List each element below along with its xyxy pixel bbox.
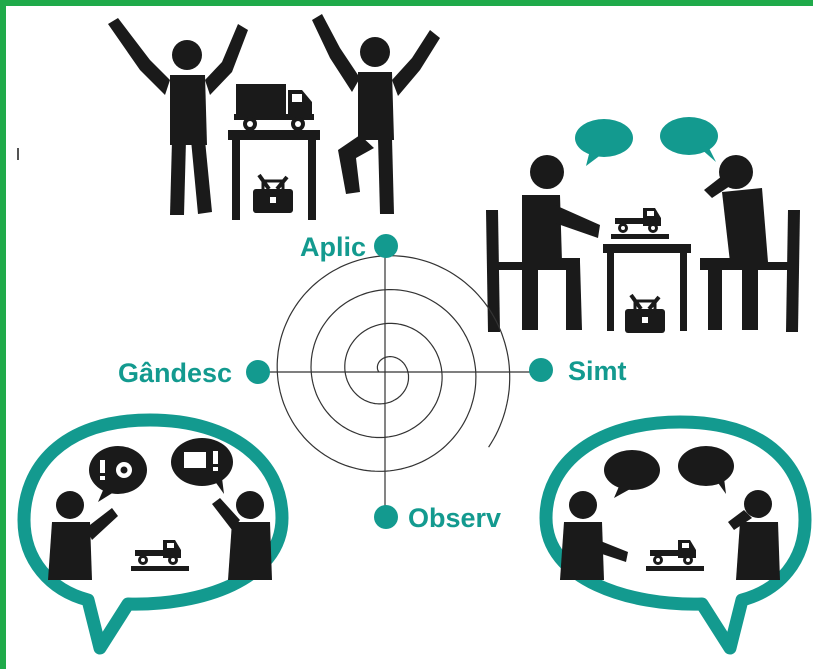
idea-bubble-gear-icon [89,446,147,502]
stage-simt: Simt [529,356,627,386]
celebrating-person-right [312,14,440,214]
talking-person-right [728,490,780,580]
talking-people-icon [486,117,800,335]
stage-label-gandesc: Gândesc [118,358,232,388]
conversation-bubble-icon [539,415,812,655]
stage-marker [374,234,398,258]
celebrating-person-left [108,18,248,215]
thinking-person-left [48,491,118,580]
stage-gandesc: Gândesc [118,358,270,388]
stage-label-aplic: Aplic [300,232,366,262]
talk-bubble-right-icon [678,446,734,494]
stage-marker [246,360,270,384]
seated-person-right [700,155,800,332]
spiral-curve [276,255,511,472]
seated-person-left [486,155,600,332]
idea-bubble-screen-icon [171,438,233,494]
thinking-bubble-icon [17,413,289,655]
stage-marker [374,505,398,529]
talking-person-left [560,491,628,580]
stage-label-simt: Simt [568,356,627,386]
stage-label-observ: Observ [408,503,501,533]
stage-marker [529,358,553,382]
stage-observ: Observ [374,503,501,533]
talk-bubble-left-icon [604,450,660,498]
celebrating-people-icon [108,14,440,220]
speech-bubble-left-icon [575,119,633,166]
spiral-diagram [258,248,540,516]
table-with-truck [228,84,320,220]
thinking-person-right [212,491,272,580]
stage-aplic: Aplic [300,232,398,262]
table-with-truck-right [603,208,691,335]
speech-bubble-right-icon [660,117,718,162]
